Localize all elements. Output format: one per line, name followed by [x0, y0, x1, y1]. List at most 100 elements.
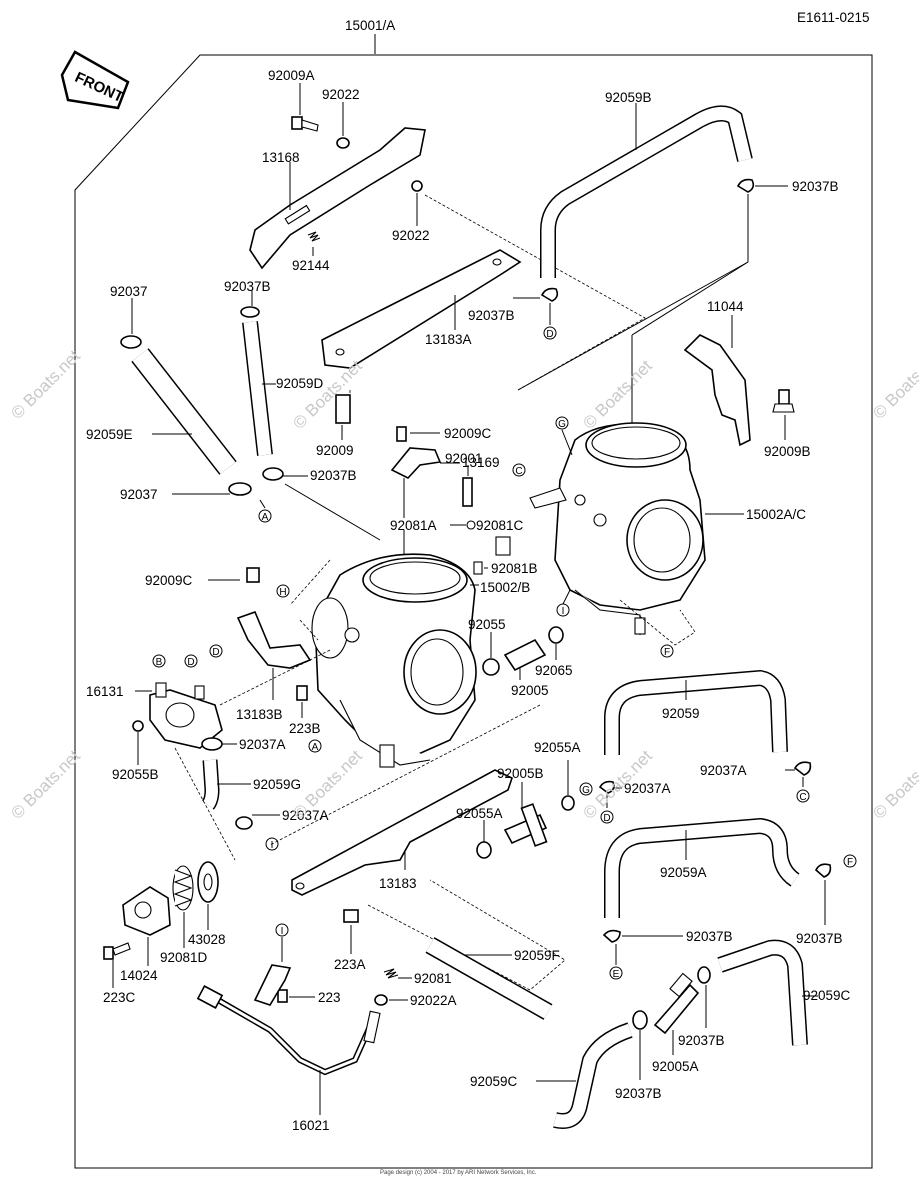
callout-92022b[interactable]: 92022 — [392, 228, 430, 243]
callout-13183[interactable]: 13183 — [379, 876, 417, 891]
bolt-92009[interactable] — [335, 394, 351, 424]
callout-92144[interactable]: 92144 — [292, 258, 330, 273]
clip-92037b-b[interactable] — [602, 929, 621, 943]
bolt-223b[interactable] — [296, 685, 308, 701]
clip-92037b-l[interactable] — [262, 467, 284, 481]
callout-92055a[interactable]: 92055A — [456, 806, 503, 821]
bracket-11044[interactable] — [683, 334, 751, 447]
callout-92005b[interactable]: 92005B — [497, 766, 544, 781]
callout-92081c[interactable]: 92081C — [476, 518, 524, 533]
oring-92055b[interactable] — [132, 720, 144, 732]
callout-92037b-r[interactable]: 92037B — [792, 179, 839, 194]
callout-92081[interactable]: 92081 — [414, 971, 452, 986]
washer-92022b[interactable] — [411, 180, 423, 192]
callout-92037a-ll[interactable]: 92037A — [282, 808, 329, 823]
callout-15002ac[interactable]: 15002A/C — [746, 507, 806, 522]
callout-92065[interactable]: 92065 — [535, 663, 573, 678]
callout-92059c-r-text[interactable]: 92059C — [803, 988, 851, 1003]
callout-43028[interactable]: 43028 — [188, 932, 226, 947]
callout-14024[interactable]: 14024 — [120, 968, 158, 983]
callout-92022a[interactable]: 92022A — [410, 993, 457, 1008]
oring-92055a[interactable] — [476, 841, 492, 859]
pipe-92005[interactable] — [503, 638, 547, 672]
callout-92059g[interactable]: 92059G — [253, 777, 301, 792]
callout-92037a-l[interactable]: 92037A — [239, 737, 286, 752]
callout-92001[interactable]: 92001 — [445, 451, 483, 466]
callout-92059d[interactable]: 92059D — [276, 376, 324, 391]
callout-223[interactable]: 223 — [318, 990, 341, 1005]
callout-16131[interactable]: 16131 — [86, 684, 124, 699]
callout-92037b-mid[interactable]: 92037B — [468, 308, 515, 323]
callout-223b[interactable]: 223B — [289, 721, 321, 736]
callout-92009c[interactable]: 92009C — [444, 426, 492, 441]
callout-92055a-top[interactable]: 92055A — [534, 740, 581, 755]
callout-92081a[interactable]: 92081A — [390, 518, 437, 533]
tee-92005b[interactable] — [503, 803, 548, 847]
oring-92055a-top[interactable] — [561, 795, 575, 811]
clip-92037b-bl[interactable] — [632, 1010, 648, 1030]
callout-92059c[interactable]: 92059C — [470, 1074, 518, 1089]
pump-cover-14024[interactable] — [122, 886, 171, 936]
callout-92059b[interactable]: 92059B — [605, 90, 652, 105]
callout-15001a[interactable]: 15001/A — [345, 18, 395, 33]
callout-92059f[interactable]: 92059F — [514, 948, 560, 963]
bolt-92009c[interactable] — [396, 426, 407, 442]
callout-92037-l[interactable]: 92037 — [120, 487, 158, 502]
callout-92037b-b[interactable]: 92037B — [686, 929, 733, 944]
callout-92055[interactable]: 92055 — [468, 617, 506, 632]
clip-92037-top[interactable] — [120, 335, 142, 349]
spring-92081[interactable] — [383, 968, 399, 979]
callout-13169[interactable]: 13169 — [462, 455, 500, 470]
carburetor-15002b[interactable] — [311, 553, 477, 768]
screw-223[interactable] — [277, 989, 288, 1003]
clip-92037a-m[interactable] — [598, 780, 615, 794]
clip-92037a-r[interactable] — [793, 761, 812, 776]
bolt-223a[interactable] — [343, 909, 359, 923]
bracket-13183b[interactable] — [236, 610, 312, 669]
choke-cable-16021[interactable] — [196, 964, 381, 1076]
oring-92055[interactable] — [482, 658, 500, 676]
bolt-92009c-l[interactable] — [246, 567, 260, 583]
clip-92037b-top[interactable] — [240, 306, 260, 318]
callout-92059a[interactable]: 92059A — [660, 865, 707, 880]
callout-92005[interactable]: 92005 — [511, 683, 549, 698]
callout-92022[interactable]: 92022 — [322, 87, 360, 102]
callout-92081d[interactable]: 92081D — [160, 950, 208, 965]
clip-92037a-ll[interactable] — [235, 816, 253, 830]
callout-92081b[interactable]: 92081B — [491, 561, 538, 576]
spring-92081d[interactable] — [172, 865, 194, 911]
callout-92059[interactable]: 92059 — [662, 706, 700, 721]
diaphragm-43028[interactable] — [197, 861, 219, 903]
clip-92037b-br[interactable] — [815, 863, 832, 878]
callout-223a[interactable]: 223A — [334, 957, 366, 972]
bracket-13169[interactable] — [390, 447, 442, 479]
callout-15002b[interactable]: 15002/B — [480, 580, 530, 595]
tee-92005a[interactable] — [653, 972, 700, 1035]
callout-16021[interactable]: 16021 — [292, 1118, 330, 1133]
washer-92022[interactable] — [336, 137, 350, 149]
callout-92037[interactable]: 92037 — [110, 284, 148, 299]
clip-92037a-l[interactable] — [201, 737, 223, 751]
callout-92009b[interactable]: 92009B — [764, 444, 811, 459]
washer-92022a[interactable] — [374, 994, 388, 1006]
callout-13183a[interactable]: 13183A — [425, 332, 472, 347]
callout-92037a-m[interactable]: 92037A — [624, 781, 671, 796]
oring-92065[interactable] — [548, 626, 564, 644]
spring-92081b[interactable] — [473, 561, 483, 575]
bolt-92009b[interactable] — [778, 389, 790, 405]
spring-92144[interactable] — [307, 231, 321, 242]
clip-92037b-r[interactable] — [736, 178, 755, 193]
callout-92009c-l[interactable]: 92009C — [145, 573, 193, 588]
callout-92059e[interactable]: 92059E — [86, 427, 133, 442]
callout-92009a[interactable]: 92009A — [268, 68, 315, 83]
screw-223c[interactable] — [103, 946, 114, 960]
callout-92037b-l[interactable]: 92037B — [310, 468, 357, 483]
clip-92037b-mid[interactable] — [540, 287, 559, 302]
callout-13168[interactable]: 13168 — [262, 150, 300, 165]
callout-92037b-top[interactable]: 92037B — [224, 279, 271, 294]
callout-13183b[interactable]: 13183B — [236, 707, 283, 722]
callout-92005a[interactable]: 92005A — [652, 1059, 699, 1074]
bracket-13168[interactable] — [249, 127, 426, 270]
callout-92009[interactable]: 92009 — [316, 443, 354, 458]
callout-92037b-bl[interactable]: 92037B — [615, 1086, 662, 1101]
